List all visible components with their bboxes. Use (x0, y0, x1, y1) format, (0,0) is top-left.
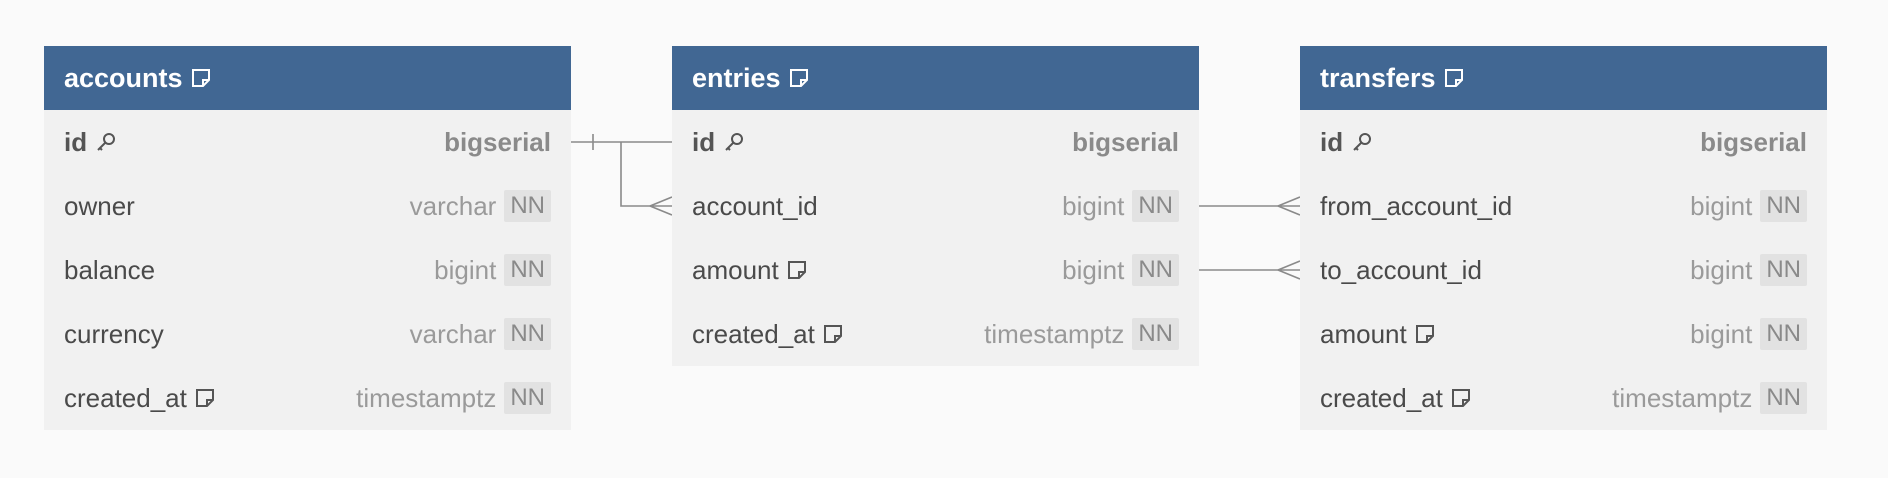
field-name: amount (1320, 318, 1407, 349)
field-type: bigint (1690, 190, 1753, 221)
table-title: accounts (64, 62, 183, 93)
field-name: amount (692, 254, 779, 285)
field-row[interactable]: created_at timestamptz NN (672, 302, 1199, 366)
table-title: transfers (1320, 62, 1436, 93)
not-null-badge: NN (1760, 190, 1807, 222)
field-type: timestamptz (1612, 382, 1753, 413)
field-name: account_id (692, 190, 818, 221)
not-null-badge: NN (504, 318, 551, 350)
not-null-badge: NN (1760, 382, 1807, 414)
table-header[interactable]: accounts (44, 46, 571, 110)
not-null-badge: NN (1132, 318, 1179, 350)
field-name: id (692, 126, 716, 157)
field-row[interactable]: created_at timestamptz NN (44, 366, 571, 430)
field-type: bigint (434, 254, 497, 285)
field-row[interactable]: account_id bigint NN (672, 174, 1199, 238)
many-marker (1277, 269, 1301, 280)
not-null-badge: NN (1132, 190, 1179, 222)
field-name: id (64, 126, 88, 157)
field-name: from_account_id (1320, 190, 1513, 221)
field-type: bigint (1062, 190, 1125, 221)
note-icon[interactable] (1415, 324, 1435, 344)
field-name: balance (64, 254, 156, 285)
field-name: created_at (1320, 382, 1443, 413)
table-header[interactable]: entries (672, 46, 1199, 110)
field-row[interactable]: created_at timestamptz NN (1300, 366, 1827, 430)
field-name: id (1320, 126, 1344, 157)
many-marker (649, 196, 673, 207)
not-null-badge: NN (1760, 318, 1807, 350)
many-marker (1277, 196, 1301, 207)
field-row[interactable]: to_account_id bigint NN (1300, 238, 1827, 302)
field-name: currency (64, 318, 164, 349)
field-row[interactable]: id bigserial (672, 110, 1199, 174)
field-type: bigserial (1700, 126, 1807, 157)
many-marker (1277, 205, 1301, 216)
table-header[interactable]: transfers (1300, 46, 1827, 110)
note-icon[interactable] (1444, 68, 1464, 88)
field-name: to_account_id (1320, 254, 1482, 285)
field-type: bigserial (1072, 126, 1179, 157)
relationship-line (620, 142, 672, 207)
field-name: created_at (64, 382, 187, 413)
key-icon (1351, 131, 1373, 153)
field-row[interactable]: amount bigint NN (672, 238, 1199, 302)
field-type: varchar (409, 318, 497, 349)
not-null-badge: NN (504, 382, 551, 414)
table-transfers[interactable]: transfers id bigserial from_account_id b… (1300, 46, 1827, 430)
not-null-badge: NN (1760, 254, 1807, 286)
field-row[interactable]: from_account_id bigint NN (1300, 174, 1827, 238)
key-icon (723, 131, 745, 153)
note-icon[interactable] (823, 324, 843, 344)
field-name: owner (64, 190, 135, 221)
not-null-badge: NN (1132, 254, 1179, 286)
field-type: bigserial (444, 126, 551, 157)
field-name: created_at (692, 318, 815, 349)
field-type: bigint (1690, 318, 1753, 349)
field-type: timestamptz (984, 318, 1125, 349)
field-type: timestamptz (356, 382, 497, 413)
field-row[interactable]: currency varchar NN (44, 302, 571, 366)
table-entries[interactable]: entries id bigserial account_id bigint N… (672, 46, 1199, 366)
table-title: entries (692, 62, 781, 93)
field-type: bigint (1062, 254, 1125, 285)
many-marker (1277, 260, 1301, 271)
note-icon[interactable] (195, 388, 215, 408)
many-marker (649, 205, 673, 216)
field-type: bigint (1690, 254, 1753, 285)
field-type: varchar (409, 190, 497, 221)
field-row[interactable]: id bigserial (1300, 110, 1827, 174)
note-icon[interactable] (1451, 388, 1471, 408)
field-row[interactable]: id bigserial (44, 110, 571, 174)
note-icon[interactable] (191, 68, 211, 88)
field-row[interactable]: balance bigint NN (44, 238, 571, 302)
not-null-badge: NN (504, 190, 551, 222)
field-row[interactable]: amount bigint NN (1300, 302, 1827, 366)
table-accounts[interactable]: accounts id bigserial owner varchar NN b… (44, 46, 571, 430)
field-row[interactable]: owner varchar NN (44, 174, 571, 238)
key-icon (95, 131, 117, 153)
note-icon[interactable] (789, 68, 809, 88)
not-null-badge: NN (504, 254, 551, 286)
note-icon[interactable] (787, 260, 807, 280)
